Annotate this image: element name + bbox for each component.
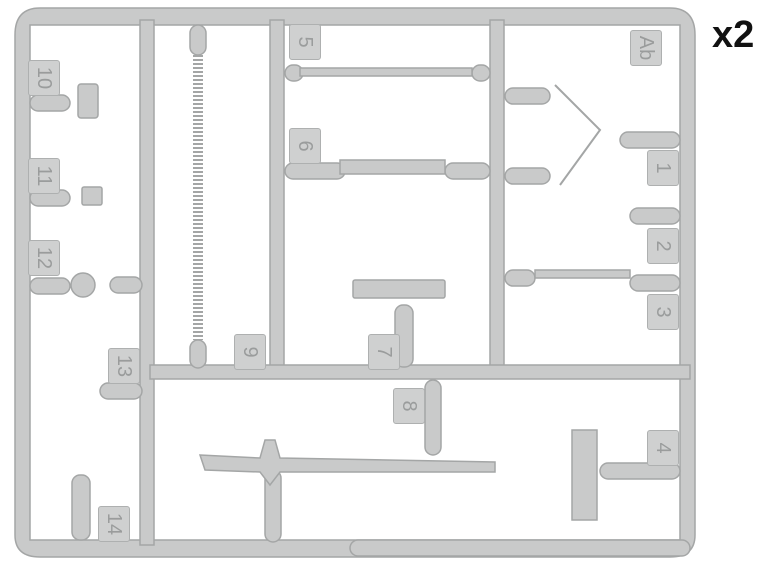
- part-label-3: 3: [647, 294, 679, 330]
- part-label-10: 10: [28, 60, 60, 96]
- part-label-9: 9: [234, 334, 266, 370]
- part-label-12: 12: [28, 240, 60, 276]
- part-label-2: 2: [647, 228, 679, 264]
- part-label-13: 13: [108, 348, 140, 384]
- part-label-1: 1: [647, 150, 679, 186]
- quantity-label: x2: [712, 14, 755, 56]
- part-label-7: 7: [368, 334, 400, 370]
- part-label-4: 4: [647, 430, 679, 466]
- part-label-8: 8: [393, 388, 425, 424]
- part-label-11: 11: [28, 158, 60, 194]
- part-label-ab: Ab: [630, 30, 662, 66]
- part-label-5: 5: [289, 24, 321, 60]
- part-label-6: 6: [289, 128, 321, 164]
- part-label-14: 14: [98, 506, 130, 542]
